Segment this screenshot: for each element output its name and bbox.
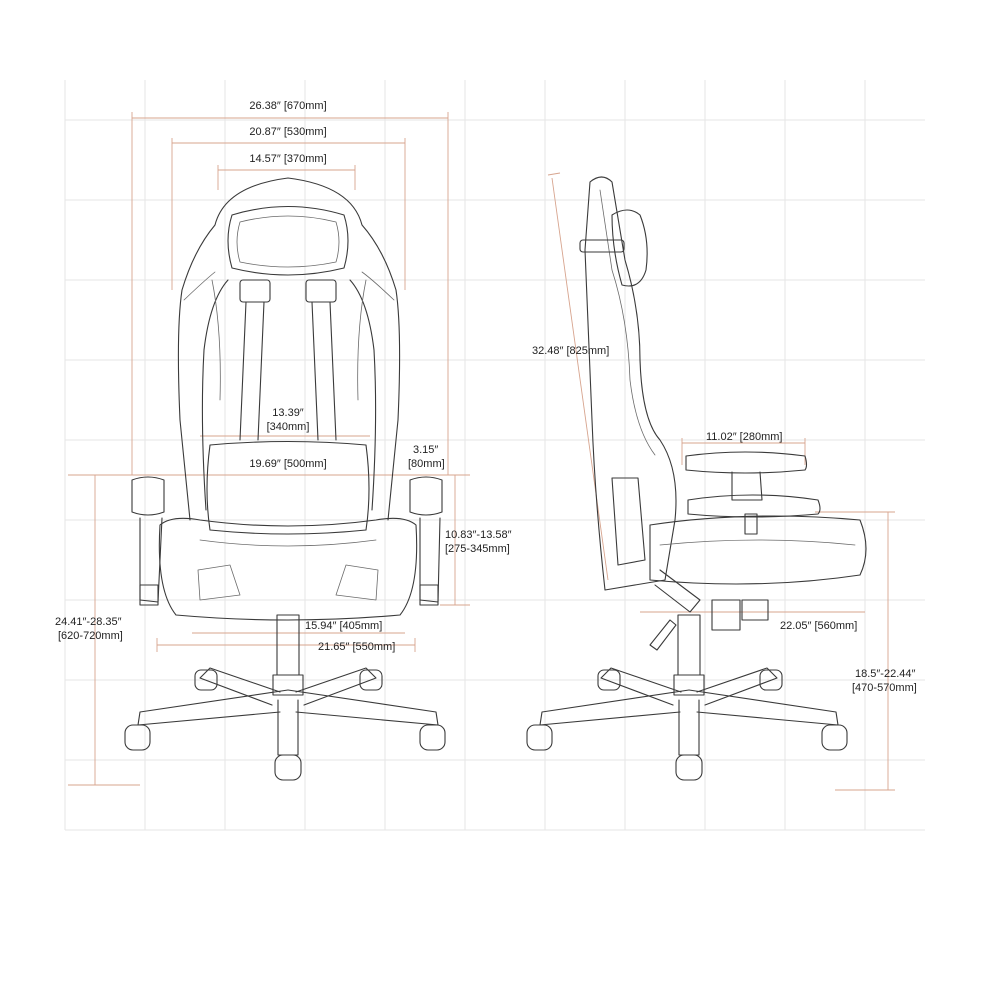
label-backrest-outer-width: 20.87″ [530mm] (249, 126, 326, 138)
label-seat-depth-inner: 15.94″ [405mm] (305, 620, 382, 632)
label-lumbar-height-mm: [340mm] (267, 421, 310, 433)
label-seat-height-mm: [470-570mm] (852, 682, 917, 694)
front-dimension-lines (68, 112, 470, 786)
label-lumbar-width: 19.69″ [500mm] (249, 458, 326, 470)
front-labels: 26.38″ [670mm] 20.87″ [530mm] 14.57″ [37… (55, 100, 512, 653)
label-arm-floor-height-in: 24.41″-28.35″ (55, 616, 122, 628)
label-armrest-range-in: 10.83″-13.58″ (445, 529, 512, 541)
label-backrest-height: 32.48″ [825mm] (532, 345, 609, 357)
side-dimension-lines (547, 172, 895, 791)
label-armrest-range-mm: [275-345mm] (445, 543, 510, 555)
side-labels: 32.48″ [825mm] 11.02″ [280mm] 22.05″ [56… (532, 345, 917, 694)
side-view-chair (526, 176, 867, 781)
label-arm-floor-height-mm: [620-720mm] (58, 630, 123, 642)
label-backrest-inner-width: 14.57″ [370mm] (249, 153, 326, 165)
front-view-chair (124, 177, 446, 781)
label-armrest-height-mm: [80mm] (408, 458, 445, 470)
label-overall-width: 26.38″ [670mm] (249, 100, 326, 112)
label-armrest-length: 11.02″ [280mm] (706, 431, 782, 443)
label-armrest-height-in: 3.15″ (413, 444, 438, 456)
label-seat-depth: 22.05″ [560mm] (780, 620, 857, 632)
label-seat-height-in: 18.5″-22.44″ (855, 668, 915, 680)
label-lumbar-height-in: 13.39″ (272, 407, 304, 419)
label-seat-width: 21.65″ [550mm] (318, 641, 395, 653)
